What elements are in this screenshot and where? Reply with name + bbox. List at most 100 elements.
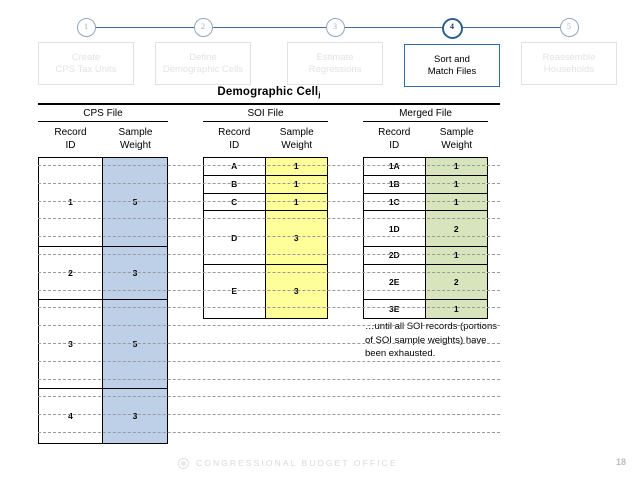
unit-gridline <box>38 254 500 255</box>
cell-record-id: 1C <box>364 193 426 211</box>
cell-record-id: C <box>204 193 266 211</box>
column-header-line: Record <box>54 127 87 138</box>
unit-gridline <box>38 414 500 416</box>
unit-gridline <box>38 236 500 238</box>
cell-record-id: 1D <box>364 211 426 246</box>
table-title-merged: Merged File <box>363 108 488 122</box>
cell-sample-weight: 3 <box>265 264 327 319</box>
step-label-line: Define <box>189 51 217 63</box>
unit-gridline <box>38 378 500 380</box>
unit-gridline <box>38 343 500 344</box>
step-label-line: Estimate <box>316 51 354 63</box>
cell-sample-weight: 3 <box>103 247 167 300</box>
column-header-line: Weight <box>281 139 313 151</box>
footer-organization: CONGRESSIONAL BUDGET OFFICE <box>196 458 398 468</box>
cell-sample-weight: 1 <box>425 300 487 319</box>
page-title: Demographic Cellj <box>38 86 500 99</box>
step-label-line: Match Files <box>427 65 477 77</box>
unit-gridline <box>38 165 500 166</box>
column-header-line: Weight <box>120 139 151 151</box>
cell-sample-weight: 1 <box>425 193 487 211</box>
step-number-badge: 4 <box>441 18 463 39</box>
unit-gridline <box>38 325 500 327</box>
cbo-seal-icon <box>178 458 189 469</box>
cell-sample-weight: 2 <box>425 264 487 300</box>
unit-gridline <box>38 271 500 273</box>
cell-record-id: 3E <box>364 300 426 319</box>
column-header-line: Sample <box>118 127 153 138</box>
cell-record-id: 4 <box>39 389 103 443</box>
cell-sample-weight: 1 <box>425 246 487 264</box>
step-number-badge: 3 <box>325 18 345 37</box>
step-number-badge: 1 <box>76 18 96 37</box>
cell-sample-weight: 3 <box>103 389 167 443</box>
column-header-line: ID <box>389 139 400 151</box>
cell-sample-weight: 3 <box>265 211 327 264</box>
step-label-line: Households <box>543 63 595 75</box>
page-title-subscript: j <box>318 90 321 99</box>
table-title-soi: SOI File <box>203 108 328 122</box>
cell-record-id: 2E <box>364 264 426 300</box>
step-number-badge: 5 <box>559 18 579 37</box>
column-header-line: Sample <box>439 127 474 138</box>
cell-sample-weight: 5 <box>103 158 167 246</box>
step-label-line: Demographic Cells <box>162 63 244 75</box>
table-title-cps: CPS File <box>38 108 168 122</box>
cell-record-id: D <box>204 211 266 264</box>
step-label-line: Regressions <box>308 63 362 75</box>
column-header-line: Sample <box>279 127 314 138</box>
explanatory-note: …until all SOI records (portions of SOI … <box>365 321 497 359</box>
unit-gridline <box>38 218 500 220</box>
unit-gridline <box>38 307 500 309</box>
step-label-line: Sort and <box>434 53 470 65</box>
unit-gridline <box>38 432 500 433</box>
step-label-line: Create <box>71 51 101 63</box>
title-divider <box>38 103 500 105</box>
cell-sample-weight: 1 <box>425 175 487 193</box>
step-label-line: CPS Tax Units <box>55 63 117 75</box>
column-header-line: ID <box>229 139 240 151</box>
cell-sample-weight: 5 <box>103 300 167 389</box>
unit-gridline <box>38 182 500 184</box>
cell-sample-weight: 1 <box>425 158 487 175</box>
column-header-line: ID <box>65 139 76 151</box>
unit-gridline <box>38 289 500 291</box>
cell-record-id: 2 <box>39 247 103 300</box>
unit-gridline <box>38 396 500 398</box>
unit-gridline <box>38 360 500 362</box>
